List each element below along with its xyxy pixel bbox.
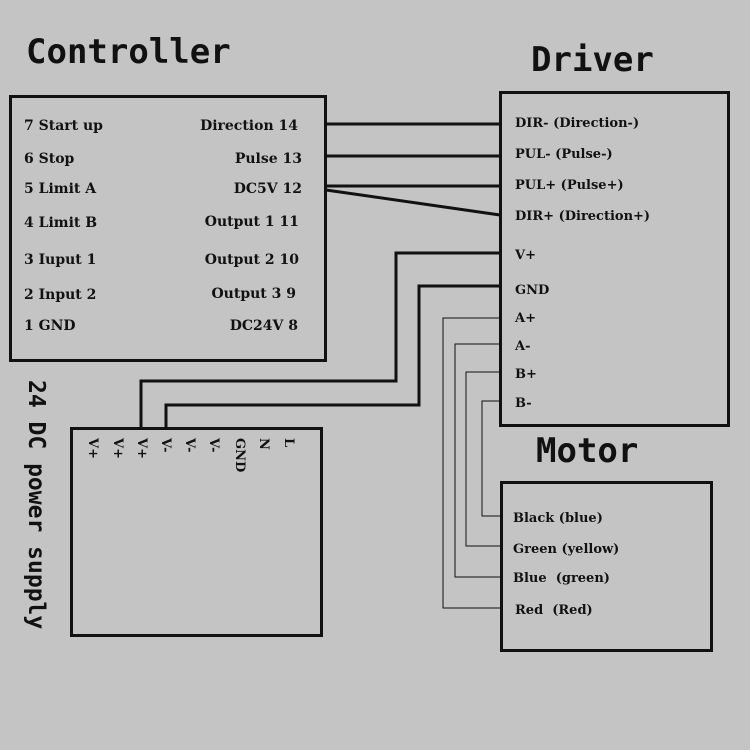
wire-b-plus-to-green bbox=[465, 371, 500, 547]
psu-terminal-vplus-1: V+ bbox=[85, 438, 100, 459]
motor-wire-black: Black (blue) bbox=[513, 511, 603, 526]
motor-title: Motor bbox=[536, 431, 639, 471]
controller-title: Controller bbox=[26, 32, 231, 72]
controller-pin-11: Output 1 11 bbox=[204, 214, 299, 230]
controller-pin-4: 4 Limit B bbox=[24, 215, 98, 231]
driver-pin-b-plus: B+ bbox=[515, 367, 537, 382]
psu-terminal-vplus-2: V+ bbox=[110, 438, 125, 459]
controller-pin-8: DC24V 8 bbox=[229, 318, 298, 334]
controller-pin-3: 3 Iuput 1 bbox=[24, 252, 97, 268]
psu-terminal-l: L bbox=[281, 438, 296, 448]
controller-pin-2: 2 Input 2 bbox=[24, 287, 97, 303]
power-supply-title: 24 DC power supply bbox=[23, 380, 49, 630]
psu-terminal-vplus-3: V+ bbox=[134, 438, 149, 459]
psu-terminal-vminus-1: V- bbox=[158, 438, 173, 453]
psu-terminal-gnd: GND bbox=[232, 438, 247, 473]
driver-pin-a-plus: A+ bbox=[515, 311, 536, 326]
motor-box bbox=[500, 481, 713, 652]
wire-psu-vplus-to-driver-vplus bbox=[139, 251, 500, 428]
driver-pin-pul-minus: PUL- (Pulse-) bbox=[515, 147, 613, 162]
driver-title: Driver bbox=[531, 40, 654, 80]
controller-pin-13: Pulse 13 bbox=[234, 151, 302, 167]
wire-psu-vminus-to-driver-gnd bbox=[164, 284, 500, 428]
driver-box bbox=[499, 91, 730, 427]
driver-pin-gnd: GND bbox=[515, 283, 550, 298]
motor-wire-red: Red (Red) bbox=[515, 603, 593, 618]
controller-pin-7: 7 Start up bbox=[24, 118, 103, 134]
driver-pin-b-minus: B- bbox=[515, 396, 532, 411]
driver-pin-dir-plus: DIR+ (Direction+) bbox=[515, 209, 651, 224]
controller-pin-6: 6 Stop bbox=[24, 151, 75, 167]
controller-pin-14: Direction 14 bbox=[200, 118, 298, 134]
motor-wire-green: Green (yellow) bbox=[513, 542, 620, 557]
controller-pin-5: 5 Limit A bbox=[24, 181, 97, 197]
controller-box bbox=[9, 95, 327, 362]
wire-b-minus-to-black bbox=[481, 400, 500, 517]
driver-pin-vplus: V+ bbox=[515, 248, 536, 263]
controller-pin-1: 1 GND bbox=[24, 318, 76, 334]
controller-pin-12: DC5V 12 bbox=[233, 181, 302, 197]
wire-a-plus-to-red bbox=[442, 317, 500, 609]
psu-terminal-vminus-2: V- bbox=[182, 438, 197, 453]
psu-terminal-vminus-3: V- bbox=[206, 438, 221, 453]
motor-wire-blue: Blue (green) bbox=[513, 571, 610, 586]
wire-dc5v-to-dir-plus bbox=[325, 188, 501, 217]
driver-pin-pul-plus: PUL+ (Pulse+) bbox=[515, 178, 624, 193]
driver-pin-a-minus: A- bbox=[515, 339, 531, 354]
psu-terminal-n: N bbox=[256, 438, 271, 450]
power-supply-box bbox=[70, 427, 323, 637]
wire-a-minus-to-blue bbox=[454, 343, 500, 578]
controller-pin-9: Output 3 9 bbox=[211, 286, 296, 302]
controller-pin-10: Output 2 10 bbox=[204, 252, 299, 268]
driver-pin-dir-minus: DIR- (Direction-) bbox=[515, 116, 640, 131]
